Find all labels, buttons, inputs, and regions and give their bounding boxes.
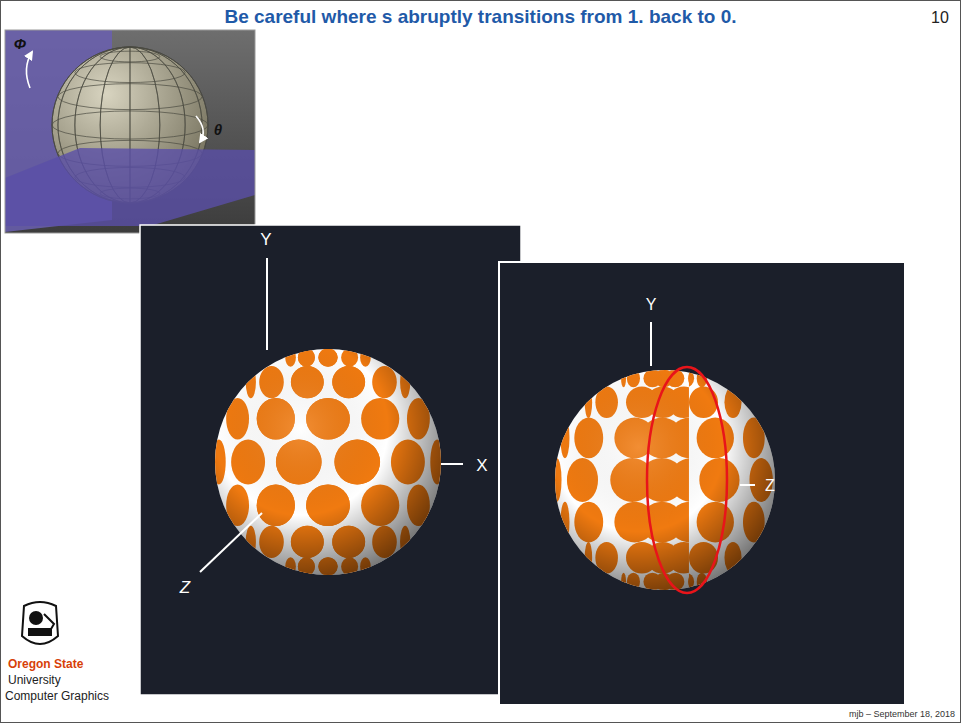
inset-image bbox=[5, 30, 255, 233]
logo-text: University bbox=[8, 674, 61, 687]
slide-title: Be careful where s abruptly transitions … bbox=[0, 6, 961, 28]
axes bbox=[651, 322, 755, 485]
render-panel bbox=[499, 262, 905, 705]
footer-text: mjb – September 18, 2018 bbox=[849, 710, 955, 720]
university-logo bbox=[22, 602, 58, 644]
seam-highlight bbox=[647, 367, 727, 593]
axis-label: Z bbox=[180, 579, 190, 598]
textured-sphere bbox=[212, 348, 444, 575]
axes bbox=[200, 258, 463, 572]
logo-text: Oregon State bbox=[8, 658, 83, 671]
logo-text: Computer Graphics bbox=[5, 690, 109, 703]
textured-sphere bbox=[552, 369, 775, 590]
render-panel bbox=[140, 225, 521, 695]
axis-label: Y bbox=[260, 231, 271, 250]
axis-label: Z bbox=[765, 477, 775, 495]
axis-angle: Φ bbox=[14, 36, 26, 53]
axis-label: X bbox=[476, 457, 487, 476]
slide-number: 10 bbox=[931, 9, 949, 27]
axis-angle: θ bbox=[214, 122, 222, 139]
axis-label: Y bbox=[646, 296, 657, 314]
